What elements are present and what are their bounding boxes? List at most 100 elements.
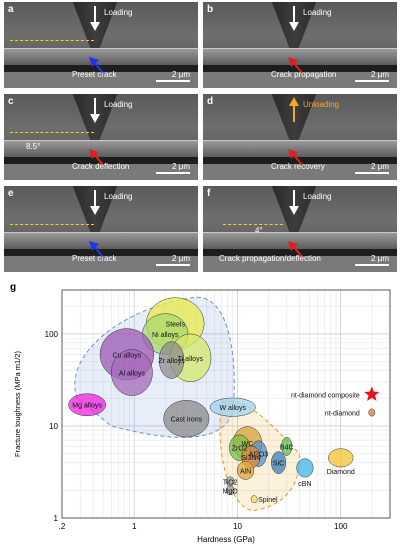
scale-bar-label: 2 μm (172, 70, 190, 79)
scale-bar-label: 2 μm (371, 70, 389, 79)
loading-label: Unloading (303, 100, 340, 109)
loading-arrow-icon (90, 98, 100, 123)
material-label: nt-diamond (325, 411, 360, 418)
material-bubble (368, 408, 376, 417)
crack-plane-dashed-line (10, 132, 94, 133)
scale-bar-label: 2 μm (172, 254, 190, 263)
red-crack-arrow-icon (89, 149, 105, 167)
panel-caption: Crack propagation (271, 70, 337, 79)
loading-arrow-icon (289, 190, 299, 215)
panel-caption: Crack propagation/deflection (219, 254, 321, 263)
red-crack-arrow-icon (288, 149, 304, 167)
material-bubble (271, 451, 287, 474)
crack-plane-dashed-line (10, 224, 94, 225)
deflection-angle-label: 8.5° (26, 142, 41, 151)
y-tick-label: 1 (54, 514, 59, 523)
y-tick-label: 10 (49, 422, 58, 431)
material-label: Mg alloys (72, 403, 102, 410)
scale-bar (355, 80, 389, 82)
crack-plane-dashed-line (10, 40, 94, 41)
panel-letter: b (207, 4, 214, 15)
unloading-arrow-icon (289, 97, 299, 122)
y-axis-label: Fracture toughness (MPa m1/2) (13, 351, 22, 457)
x-tick-label: 100 (334, 522, 348, 531)
material-bubble (209, 397, 256, 417)
material-label: Zr alloys (158, 358, 185, 365)
material-label: Steels (166, 321, 186, 328)
material-label: WC (242, 441, 254, 448)
panel-letter: a (8, 4, 14, 15)
material-label: B4C (280, 444, 294, 451)
scale-bar (355, 264, 389, 266)
panel-letter: e (8, 188, 14, 199)
red-crack-arrow-icon (288, 57, 304, 75)
material-bubble (225, 485, 235, 496)
scale-bar-label: 2 μm (371, 162, 389, 171)
plot-frame (61, 289, 391, 519)
material-label: Al2O3 (249, 452, 269, 459)
material-bubble (158, 341, 185, 379)
blue-crack-arrow-icon (89, 57, 105, 75)
loading-label: Loading (303, 192, 332, 201)
panel-letter: f (207, 188, 211, 199)
blue-crack-arrow-icon (89, 241, 105, 259)
loading-arrow-icon (289, 6, 299, 31)
x-tick-label: .2 (59, 522, 66, 531)
scale-bar (156, 264, 190, 266)
panel-caption: Crack recovery (271, 162, 325, 171)
scale-bar-label: 2 μm (172, 162, 190, 171)
material-bubble (250, 495, 258, 504)
material-label: Al alloys (119, 371, 146, 378)
material-label: Ti alloys (178, 356, 204, 363)
x-tick-label: 1 (132, 522, 137, 531)
material-label: Diamond (327, 469, 355, 476)
scale-bar-label: 2 μm (371, 254, 389, 263)
material-label: W alloys (220, 405, 247, 412)
material-bubble (237, 460, 255, 480)
material-label: cBN (298, 481, 311, 488)
material-bubble (110, 349, 153, 396)
red-crack-arrow-icon (288, 241, 304, 259)
loading-label: Loading (104, 100, 133, 109)
deflection-angle-label: 4° (255, 226, 263, 235)
material-label: Si3N4 (241, 455, 260, 462)
loading-label: Loading (104, 192, 133, 201)
material-bubble (328, 448, 354, 468)
panel-letter: c (8, 96, 14, 107)
material-label: ZrO2 (232, 446, 248, 453)
material-bubble (281, 436, 293, 456)
loading-arrow-icon (90, 190, 100, 215)
toughness-hardness-chart: Steels Ni alloys Cu alloys Ti alloys Al allo… (13, 289, 391, 544)
material-label: AlN (240, 468, 251, 475)
material-label: Ni alloys (152, 332, 179, 339)
panel-caption: Preset crack (72, 254, 117, 263)
material-label: MgO (223, 488, 239, 495)
material-label: SiC (273, 461, 284, 468)
y-tick-label: 100 (45, 330, 59, 339)
loading-label: Loading (303, 8, 332, 17)
scale-bar (355, 172, 389, 174)
scale-bar (156, 172, 190, 174)
crack-plane-dashed-line (223, 224, 283, 225)
panel-caption: Crack deflection (72, 162, 130, 171)
material-label: nt-diamond composite (291, 392, 360, 399)
panel-letter: d (207, 96, 214, 107)
material-label: TiO2 (223, 479, 238, 486)
material-bubble (296, 458, 314, 478)
panel-g-label: g (10, 282, 17, 293)
scale-bar (156, 80, 190, 82)
loading-label: Loading (104, 8, 133, 17)
material-label: Spinel (258, 497, 278, 504)
material-bubble (68, 393, 106, 417)
material-label: Cast irons (171, 417, 203, 424)
material-label: Cu alloys (112, 352, 141, 359)
loading-arrow-icon (90, 6, 100, 31)
nt-diamond-composite-star (364, 386, 380, 401)
material-bubble (163, 400, 210, 438)
